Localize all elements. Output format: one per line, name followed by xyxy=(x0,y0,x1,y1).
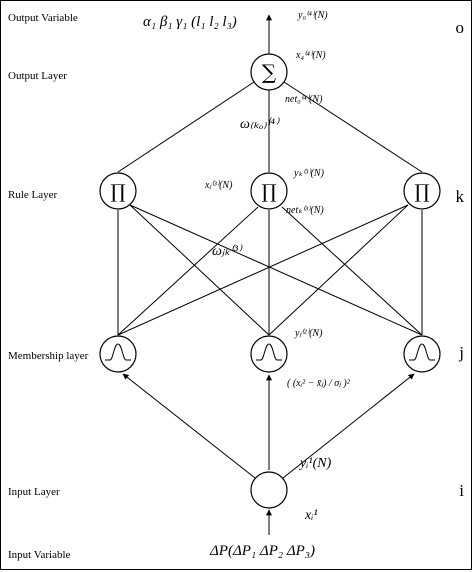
x1-label: xᵢ¹ xyxy=(305,508,318,523)
x3-label: xⱼ⁽³⁾(N) xyxy=(205,180,233,191)
input-node xyxy=(250,471,288,509)
membership-formula: ( (xᵢ² − x̄ⱼ) / σⱼ )² xyxy=(287,378,350,389)
x4-label: x₄⁽⁴⁾(N) xyxy=(296,50,326,61)
side-letter-i: i xyxy=(459,481,464,500)
net4-label: net₀⁽⁴⁾(N) xyxy=(285,94,323,105)
w4-label: ω₍ₖₒ₎⁽⁴⁾ xyxy=(240,117,279,132)
edge-input-to-m3 xyxy=(282,373,415,479)
label-output-variable: Output Variable xyxy=(8,12,78,24)
output-variables-text: α₁ β₁ γ₁ (l₁ l₂ l₃) xyxy=(143,14,237,30)
rule-node-1: ∏ xyxy=(99,172,137,210)
rule-node-2: ∏ xyxy=(250,172,288,210)
edge-rule1-to-output xyxy=(117,81,255,173)
label-membership-layer: Membership layer xyxy=(8,350,89,362)
product-symbol: ∏ xyxy=(110,181,125,203)
y-out-label: y₀⁽⁴⁾(N) xyxy=(298,10,328,21)
sum-symbol: ∑ xyxy=(262,60,277,84)
gaussian-bump-icon xyxy=(256,343,282,361)
rule-node-3: ∏ xyxy=(403,172,441,210)
label-input-variable: Input Variable xyxy=(8,549,71,561)
w3-label: ωⱼₖ⁽³⁾ xyxy=(212,244,242,259)
side-letter-j: j xyxy=(459,343,464,362)
gaussian-bump-icon xyxy=(409,343,435,361)
membership-node-1 xyxy=(99,335,137,373)
y3-label: yₖ⁽³⁾(N) xyxy=(294,168,324,179)
label-rule-layer: Rule Layer xyxy=(8,189,58,201)
product-symbol: ∏ xyxy=(414,181,429,203)
side-letter-k: k xyxy=(455,187,465,206)
side-letter-o: o xyxy=(455,18,465,37)
label-output-layer: Output Layer xyxy=(8,70,67,82)
input-variables-text: ΔP(ΔP₁ ΔP₂ ΔP₃) xyxy=(210,543,315,559)
y1-label: yᵢ¹(N) xyxy=(300,456,332,471)
membership-node-2 xyxy=(250,335,288,373)
membership-node-3 xyxy=(403,335,441,373)
edges-membership-to-rule xyxy=(117,204,423,336)
product-symbol: ∏ xyxy=(261,181,276,203)
y2-label: yⱼ⁽²⁾(N) xyxy=(295,328,323,339)
edge-rule3-to-output xyxy=(283,81,423,173)
output-sum-node: ∑ xyxy=(250,53,288,91)
label-input-layer: Input Layer xyxy=(8,486,60,498)
edge-input-to-m1 xyxy=(122,373,256,479)
gaussian-bump-icon xyxy=(105,343,131,361)
net3-label: netₖ⁽³⁾(N) xyxy=(286,205,324,216)
